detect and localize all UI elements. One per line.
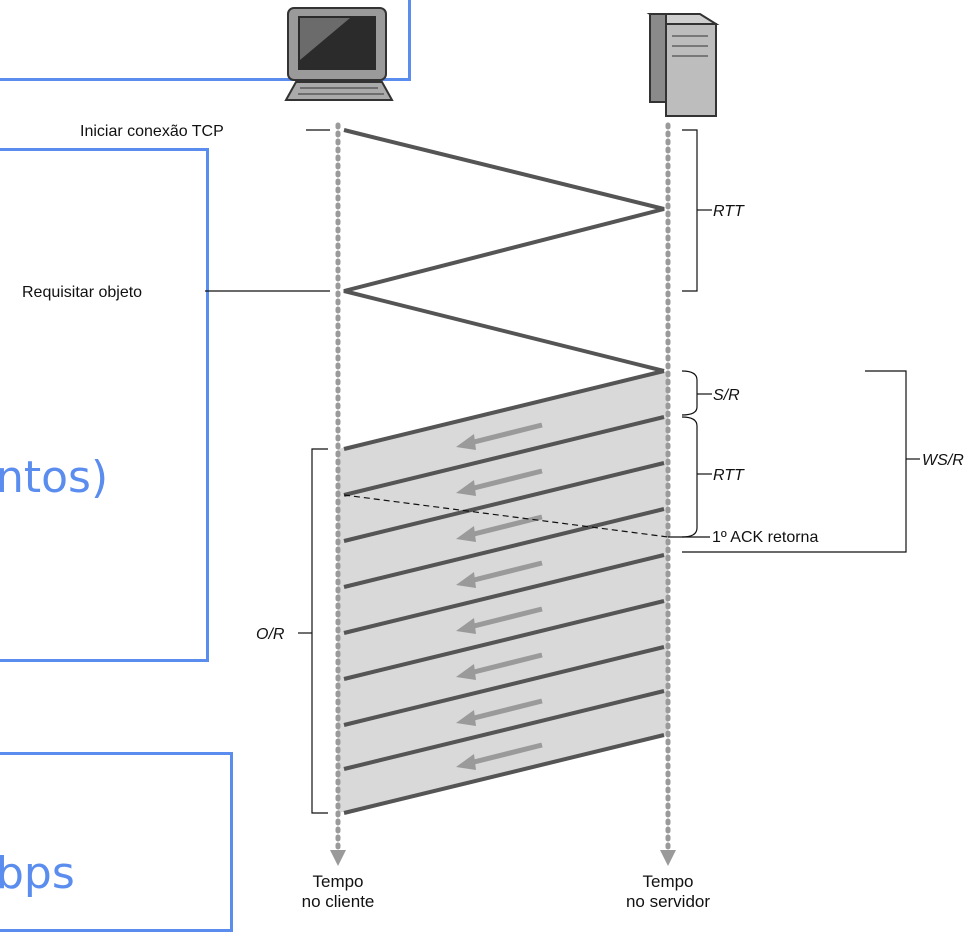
slide-fragment-middle: ntos): [0, 452, 109, 503]
label-rtt-mid: RTT: [713, 467, 745, 484]
handshake-lines: [343, 128, 665, 373]
label-rtt-top: RTT: [713, 203, 745, 220]
label-server-time-1: Tempo: [642, 872, 693, 891]
o-r-bracket: [311, 448, 328, 814]
label-client-time-2: no cliente: [302, 892, 375, 911]
label-init-tcp: Iniciar conexão TCP: [80, 123, 224, 140]
slide-frame-top: [0, 0, 411, 81]
label-o-r: O/R: [256, 626, 285, 643]
computer-icon: [284, 7, 394, 101]
rtt-top-bracket: [682, 129, 698, 292]
server-icon: [646, 13, 720, 117]
label-server-time-2: no servidor: [626, 892, 710, 911]
label-s-r: S/R: [713, 387, 740, 404]
label-ws-r: WS/R: [922, 452, 964, 469]
s-r-bracket: [681, 370, 698, 416]
rtt-mid-bracket: [681, 416, 698, 538]
slide-frame-middle: [0, 148, 209, 662]
client-timeline-arrow: [330, 850, 346, 866]
ack-arrows: [456, 422, 543, 770]
data-segments: [343, 369, 665, 815]
first-ack-dashed-line: [343, 494, 669, 538]
label-first-ack: 1º ACK retorna: [712, 529, 818, 546]
slide-fragment-bottom: bps: [0, 848, 75, 899]
label-request-object: Requisitar objeto: [22, 284, 142, 301]
label-client-time-1: Tempo: [312, 872, 363, 891]
ws-r-bracket: [682, 370, 907, 553]
server-timeline-arrow: [660, 850, 676, 866]
